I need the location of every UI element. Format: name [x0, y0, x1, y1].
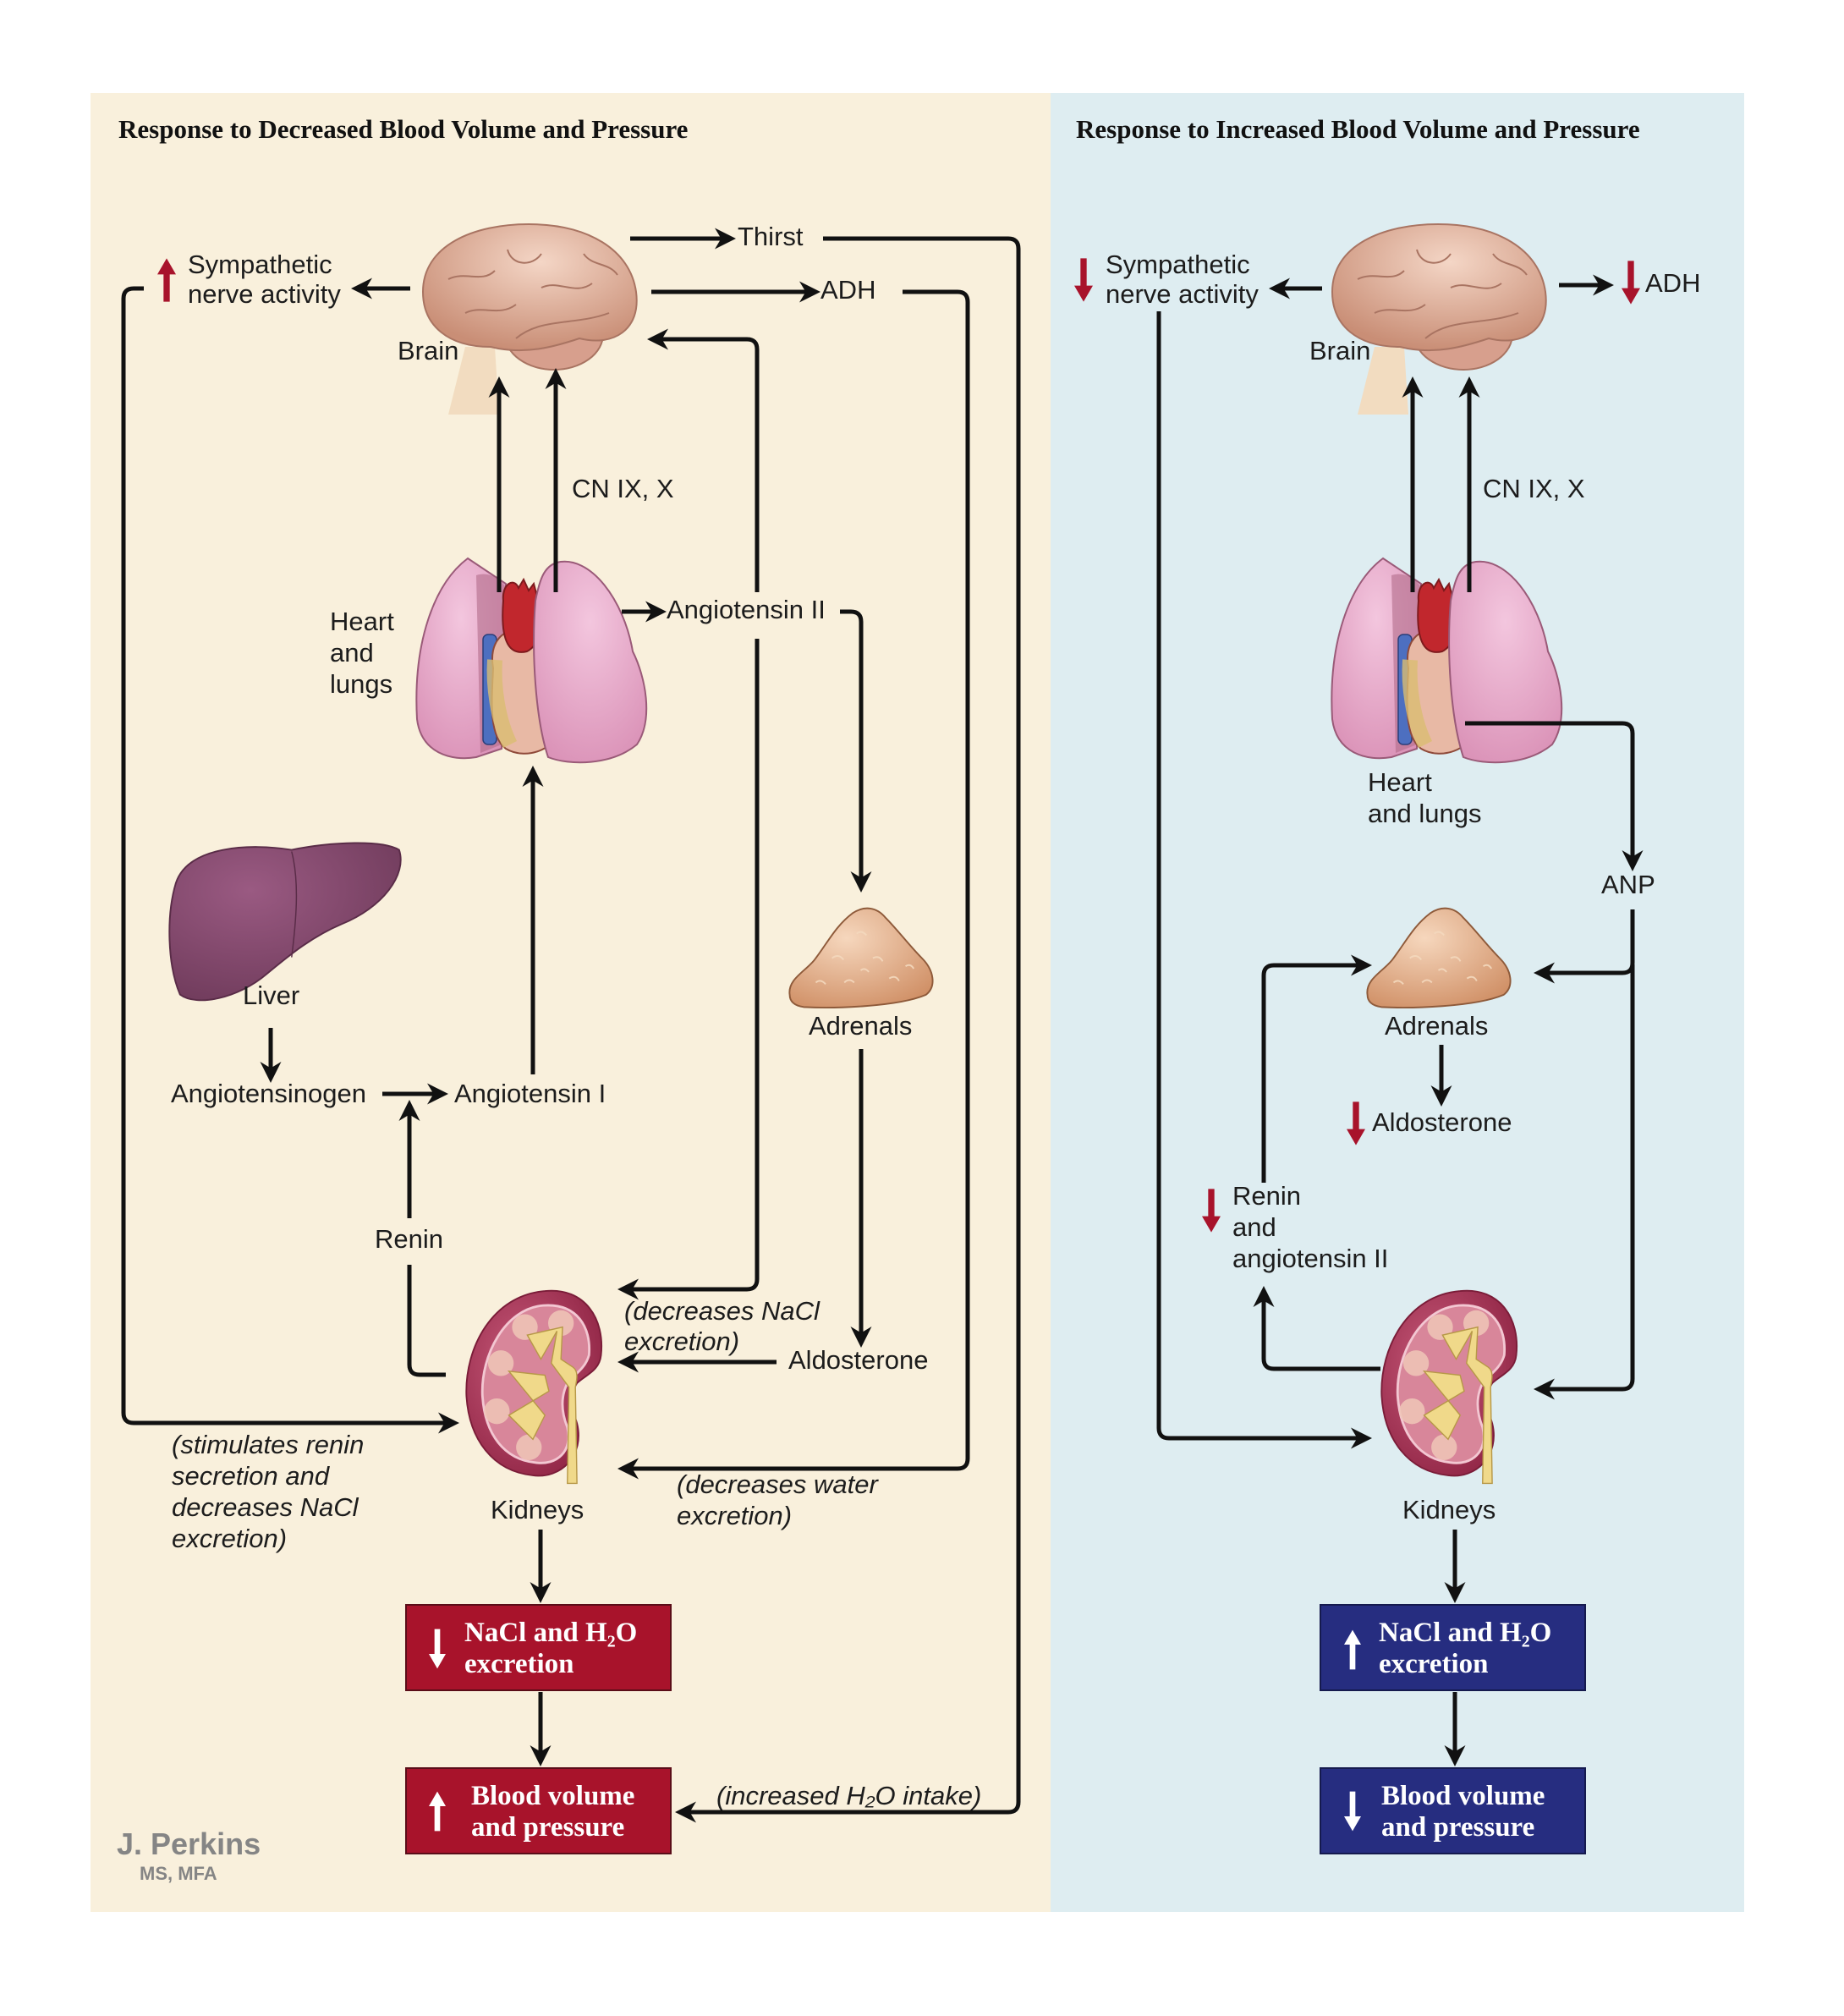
- adh-label: ADH: [820, 275, 875, 305]
- arrow-heart-to-anp: [1465, 721, 1644, 871]
- arrow-sympathetic-to-kidney: [121, 286, 459, 1434]
- adrenals-label: Adrenals: [809, 1011, 912, 1041]
- excretion-increase-line-2: excretion: [1379, 1649, 1489, 1679]
- blood-volume-decrease-line-2: and pressure: [1381, 1812, 1534, 1843]
- sympathetic-label-right-1: Sympathetic: [1106, 250, 1250, 279]
- left-diagram: Brain Heart and lungs Liver Adrenals Kid…: [117, 222, 1021, 1884]
- excretion-increase-line-1: NaCl and H₂O: [1379, 1618, 1551, 1648]
- kidneys-label-right: Kidneys: [1402, 1495, 1496, 1524]
- right-diagram: Brain Heart and lungs Adrenals Kidneys S…: [1074, 222, 1700, 1854]
- heart-lungs-label-right-1: Heart: [1368, 767, 1432, 797]
- angiotensin-effect-1: (decreases NaCl: [624, 1296, 820, 1326]
- angiotensin-ii-label: Angiotensin II: [667, 595, 826, 624]
- right-panel-title: Response to Increased Blood Volume and P…: [1076, 114, 1640, 144]
- angiotensinogen-label: Angiotensinogen: [171, 1079, 366, 1108]
- signature-name: J. Perkins: [117, 1826, 261, 1861]
- brain-label: Brain: [398, 336, 458, 365]
- renin-label-right-1: Renin: [1232, 1181, 1301, 1211]
- arrow-kidney-to-renin-right: [1253, 1286, 1380, 1371]
- blood-volume-increase-line-2: and pressure: [471, 1812, 624, 1843]
- outcome-box-excretion-increase: NaCl and H₂O excretion: [1320, 1604, 1586, 1691]
- arrow-adh-to-kidney: [617, 289, 970, 1480]
- sympathetic-effect-1: (stimulates renin: [172, 1430, 364, 1459]
- brain-label-right: Brain: [1309, 336, 1370, 365]
- cn-label: CN IX, X: [572, 474, 674, 503]
- outcome-box-blood-volume-increase: Blood volume and pressure: [405, 1767, 672, 1854]
- adh-effect-1: (decreases water: [677, 1469, 879, 1499]
- heart-lungs-label-1: Heart: [330, 607, 394, 636]
- arrow-angiotensin-ii-to-kidney: [617, 639, 760, 1300]
- signature-credentials: MS, MFA: [140, 1863, 217, 1884]
- adh-label-right: ADH: [1645, 268, 1700, 298]
- aldosterone-label-right: Aldosterone: [1372, 1107, 1512, 1137]
- left-panel-title: Response to Decreased Blood Volume and P…: [118, 114, 688, 144]
- arrow-kidney-renin: [407, 1265, 446, 1377]
- excretion-decrease-line-1: NaCl and H₂O: [464, 1618, 637, 1648]
- adh-effect-2: excretion): [677, 1501, 792, 1530]
- thirst-label: Thirst: [738, 222, 804, 251]
- sympathetic-label-1: Sympathetic: [188, 250, 332, 279]
- sympathetic-effect-4: excretion): [172, 1524, 287, 1553]
- liver-label: Liver: [243, 981, 299, 1010]
- arrow-anp-to-kidney: [1534, 964, 1635, 1400]
- kidneys-label: Kidneys: [491, 1495, 584, 1524]
- anp-label: ANP: [1601, 870, 1655, 899]
- renin-label: Renin: [375, 1224, 443, 1254]
- angiotensin-i-label: Angiotensin I: [454, 1079, 606, 1108]
- outcome-box-blood-volume-decrease: Blood volume and pressure: [1320, 1767, 1586, 1854]
- excretion-decrease-line-2: excretion: [464, 1649, 574, 1679]
- thirst-effect: (increased H₂O intake): [716, 1781, 981, 1810]
- renin-label-right-3: angiotensin II: [1232, 1244, 1388, 1273]
- arrow-anp-to-adrenals: [1534, 909, 1635, 984]
- cn-label-right: CN IX, X: [1483, 474, 1585, 503]
- renin-label-right-2: and: [1232, 1212, 1276, 1242]
- arrow-sympathetic-to-kidney-right: [1156, 311, 1372, 1449]
- outcome-box-excretion-decrease: NaCl and H₂O excretion: [405, 1604, 672, 1691]
- sympathetic-label-2: nerve activity: [188, 279, 341, 309]
- arrow-renin-to-adrenals-right: [1261, 954, 1372, 1183]
- heart-lungs-label-right-2: and lungs: [1368, 799, 1481, 828]
- angiotensin-effect-2: excretion): [624, 1327, 739, 1356]
- blood-volume-decrease-line-1: Blood volume: [1381, 1781, 1545, 1811]
- sympathetic-effect-2: secretion and: [172, 1461, 331, 1491]
- arrow-thirst-to-blood-volume: [675, 236, 1021, 1823]
- sympathetic-effect-3: decreases NaCl: [172, 1492, 359, 1522]
- blood-volume-increase-line-1: Blood volume: [471, 1781, 634, 1811]
- adrenals-label-right: Adrenals: [1385, 1011, 1488, 1041]
- arrow-angiotensin-ii-to-brain: [647, 328, 760, 592]
- sympathetic-label-right-2: nerve activity: [1106, 279, 1259, 309]
- heart-lungs-label-3: lungs: [330, 669, 392, 699]
- arrow-angiotensin-ii-to-adrenals: [840, 609, 872, 893]
- heart-lungs-label-2: and: [330, 638, 374, 667]
- aldosterone-label: Aldosterone: [788, 1345, 928, 1375]
